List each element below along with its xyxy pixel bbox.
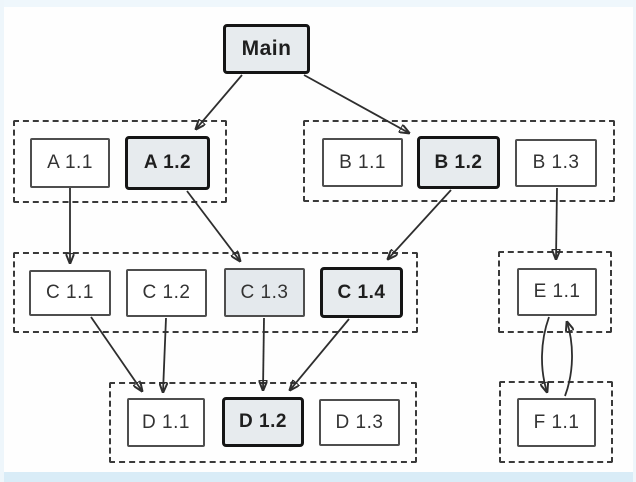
node-a1-2: A 1.2 — [125, 136, 210, 190]
group-f — [499, 381, 613, 463]
edge-b12-c14 — [388, 189, 452, 259]
node-b1-2: B 1.2 — [417, 136, 500, 189]
edge-c14-d12 — [290, 318, 350, 390]
node-c1-3: C 1.3 — [224, 268, 305, 317]
node-d1-2: D 1.2 — [222, 397, 304, 447]
edge-e11-f11 — [542, 316, 550, 392]
node-d1-3: D 1.3 — [319, 399, 400, 446]
node-a1-1: A 1.1 — [30, 138, 110, 188]
edge-c12-d11 — [163, 317, 166, 392]
edge-main-b12 — [303, 74, 409, 133]
edge-main-a12 — [196, 74, 243, 129]
node-main: Main — [223, 24, 310, 74]
group-c — [13, 252, 418, 333]
group-b — [303, 120, 615, 202]
node-c1-1: C 1.1 — [29, 270, 111, 316]
edge-c11-d11 — [90, 316, 142, 391]
edge-a12-c13 — [186, 190, 240, 261]
node-b1-1: B 1.1 — [322, 138, 403, 187]
node-f1-1: F 1.1 — [517, 398, 596, 447]
node-e1-1: E 1.1 — [517, 268, 597, 316]
node-b1-3: B 1.3 — [515, 139, 597, 187]
edge-b13-e11 — [556, 187, 557, 259]
edge-f11-e11 — [564, 322, 572, 397]
node-d1-1: D 1.1 — [127, 398, 205, 447]
node-c1-2: C 1.2 — [126, 269, 207, 317]
group-a — [13, 120, 227, 203]
edge-c13-d12 — [263, 317, 264, 390]
node-c1-4: C 1.4 — [320, 267, 403, 318]
